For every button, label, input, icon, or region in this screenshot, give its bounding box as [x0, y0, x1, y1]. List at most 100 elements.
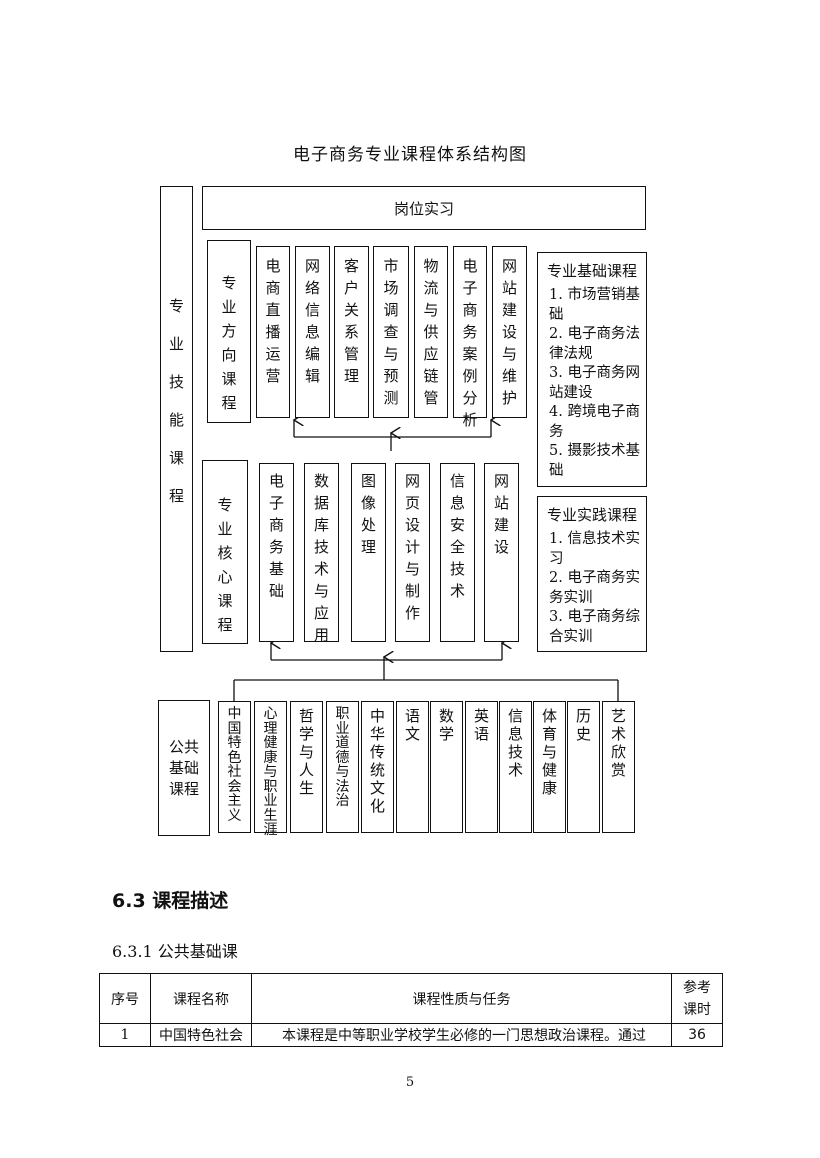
public-label-line-3: 课程	[168, 779, 199, 798]
core-course-label: 网页设计与制作	[404, 472, 420, 622]
public-course-box: 信息技术	[499, 701, 532, 833]
public-course-label: 体育与健康	[541, 707, 557, 797]
public-course-label: 英语	[473, 707, 489, 743]
public-course-box: 艺术欣赏	[602, 701, 635, 833]
public-course-box: 英语	[465, 701, 498, 833]
header-hours-line-1: 参考	[683, 979, 711, 996]
basic-course-line: 5. 摄影技术基	[549, 443, 640, 459]
public-course-box: 语文	[396, 701, 429, 833]
core-course-label: 信息安全技术	[449, 472, 465, 600]
core-course-label: 图像处理	[360, 472, 376, 556]
direction-course-box: 物流与供应链管	[414, 246, 448, 418]
public-label-line-2: 基础	[168, 758, 199, 777]
direction-course-label: 电子商务案例分析	[462, 257, 478, 429]
practice-courses-title: 专业实践课程	[546, 506, 637, 524]
public-course-box: 历史	[567, 701, 600, 833]
public-course-label: 中华传统文化	[369, 707, 385, 815]
header-hours-line-2: 课时	[683, 1001, 711, 1018]
practice-course-line: 合实训	[549, 628, 593, 645]
public-course-box: 体育与健康	[533, 701, 566, 833]
public-course-box: 哲学与人生	[290, 701, 323, 833]
public-course-label: 语文	[404, 707, 420, 743]
direction-course-box: 市场调查与预测	[373, 246, 409, 418]
row-hours: 36	[671, 1023, 723, 1047]
basic-course-line: 础	[549, 462, 564, 479]
skill-courses-box: 专业技能课程	[160, 186, 193, 652]
core-course-label: 数据库技术与应用	[313, 472, 329, 644]
public-label-line-1: 公共	[168, 737, 199, 756]
core-course-box: 网站建设	[484, 463, 519, 642]
direction-course-label: 电商直播运营	[265, 257, 281, 385]
direction-course-label: 物流与供应链管	[423, 257, 439, 407]
public-course-box: 数学	[430, 701, 463, 833]
practice-course-line: 1. 信息技术实	[549, 531, 640, 547]
direction-courses-label: 专业方向课程	[221, 274, 237, 412]
public-course-box: 心理健康与职业生涯	[254, 701, 287, 838]
direction-course-label: 客户关系管理	[343, 257, 359, 385]
direction-courses-label-box: 专业方向课程	[207, 240, 251, 423]
basic-courses-title: 专业基础课程	[546, 262, 637, 280]
header-name: 课程名称	[150, 973, 252, 1024]
internship-box: 岗位实习	[202, 186, 646, 230]
core-course-label: 网站建设	[493, 472, 509, 556]
header-task: 课程性质与任务	[251, 973, 672, 1024]
section-heading: 6.3 课程描述	[112, 890, 229, 912]
public-course-box: 中国特色社会主义	[218, 701, 251, 833]
core-course-label: 电子商务基础	[268, 472, 284, 600]
public-course-label: 历史	[575, 707, 591, 743]
direction-course-label: 网络信息编辑	[304, 257, 320, 385]
public-course-label: 心理健康与职业生涯	[263, 706, 278, 838]
page-number: 5	[405, 1075, 415, 1090]
direction-course-box: 客户关系管理	[334, 246, 369, 418]
practice-course-line: 务实训	[549, 589, 593, 606]
diagram-title: 电子商务专业课程体系结构图	[293, 145, 527, 165]
row-name: 中国特色社会	[150, 1023, 252, 1047]
header-no: 序号	[99, 973, 151, 1024]
basic-course-line: 1. 市场营销基	[549, 287, 640, 303]
core-course-box: 数据库技术与应用	[304, 463, 339, 644]
internship-label: 岗位实习	[393, 199, 454, 218]
practice-courses-list: 1. 信息技术实习 2. 电子商务实务实训 3. 电子商务综合实训	[538, 525, 646, 647]
direction-course-label: 网站建设与维护	[501, 257, 517, 407]
basic-course-line: 3. 电子商务网	[549, 365, 640, 381]
basic-course-line: 务	[549, 423, 564, 440]
practice-course-line: 3. 电子商务综	[549, 609, 640, 625]
core-courses-label-box: 专业核心课程	[202, 460, 248, 644]
skill-courses-label: 专业技能课程	[168, 297, 184, 505]
public-course-box: 职业道德与法治	[326, 701, 359, 833]
public-course-label: 哲学与人生	[298, 707, 314, 797]
core-course-box: 电子商务基础	[259, 463, 294, 642]
subsection-heading: 6.3.1 公共基础课	[112, 942, 238, 961]
basic-course-line: 站建设	[549, 384, 593, 401]
direction-course-label: 市场调查与预测	[383, 257, 399, 407]
public-course-label: 艺术欣赏	[610, 707, 626, 779]
practice-course-line: 习	[549, 550, 564, 567]
public-course-label: 职业道德与法治	[335, 706, 350, 809]
public-courses-label-box: 公共 基础 课程	[158, 700, 210, 836]
practice-course-line: 2. 电子商务实	[549, 570, 640, 586]
direction-course-box: 网站建设与维护	[492, 246, 527, 418]
public-course-label: 中国特色社会主义	[227, 706, 242, 824]
basic-course-line: 4. 跨境电子商	[549, 404, 640, 420]
core-course-box: 图像处理	[351, 463, 386, 642]
basic-course-line: 律法规	[549, 345, 593, 362]
core-course-box: 网页设计与制作	[395, 463, 430, 642]
direction-course-box: 网络信息编辑	[295, 246, 330, 418]
practice-courses-box: 专业实践课程 1. 信息技术实习 2. 电子商务实务实训 3. 电子商务综合实训	[537, 496, 647, 652]
direction-course-box: 电子商务案例分析	[453, 246, 487, 429]
table-header-row: 序号 课程名称 课程性质与任务 参考 课时	[99, 973, 723, 1024]
row-task: 本课程是中等职业学校学生必修的一门思想政治课程。通过	[251, 1023, 672, 1047]
public-course-label: 信息技术	[507, 707, 523, 779]
public-course-box: 中华传统文化	[361, 701, 394, 833]
core-course-box: 信息安全技术	[440, 463, 475, 642]
core-courses-label: 专业核心课程	[217, 496, 233, 634]
basic-course-line: 础	[549, 306, 564, 323]
course-table: 序号 课程名称 课程性质与任务 参考 课时 1 中国特色社会 本课程是中等职业学…	[99, 973, 723, 1047]
row-no: 1	[99, 1023, 151, 1047]
public-course-label: 数学	[438, 707, 454, 743]
direction-course-box: 电商直播运营	[256, 246, 290, 418]
table-row: 1 中国特色社会 本课程是中等职业学校学生必修的一门思想政治课程。通过 36	[99, 1023, 723, 1047]
